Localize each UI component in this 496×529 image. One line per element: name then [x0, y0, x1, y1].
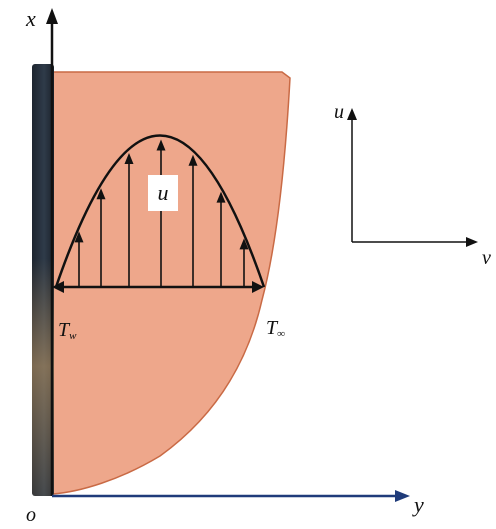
wall-temperature-subscript: w — [69, 329, 77, 342]
velocity-arrow-head — [239, 238, 249, 250]
origin-label: o — [26, 504, 36, 526]
x-axis-label: x — [26, 6, 36, 31]
free-stream-temperature-subscript: ∞ — [277, 327, 285, 340]
velocity-arrow-head — [96, 188, 106, 200]
velocity-arrow-head — [216, 191, 226, 203]
velocity-arrow-head — [188, 154, 198, 166]
velocity-profile-curve — [54, 134, 266, 288]
velocity-arrow-head — [156, 139, 166, 151]
baseline-right-arrowhead — [252, 281, 264, 293]
y-axis-arrowhead — [395, 490, 410, 502]
y-axis-label: y — [414, 492, 424, 517]
flat-plate-highlight — [32, 64, 54, 496]
velocity-label-box: u — [148, 175, 178, 211]
free-stream-temperature-symbol: T — [266, 317, 278, 339]
wall-temperature-label: Tw — [58, 320, 76, 342]
velocity-arrow-head — [124, 152, 134, 164]
u-axis-arrowhead — [347, 108, 357, 120]
velocity-arrow-head — [74, 231, 84, 243]
boundary-layer-region — [49, 71, 291, 495]
velocity-arrows — [74, 139, 249, 287]
v-axis-arrowhead — [466, 237, 478, 247]
v-axis-label: v — [482, 247, 491, 269]
u-axis-label: u — [334, 101, 344, 123]
wall-temperature-symbol: T — [58, 319, 70, 341]
baseline-left-arrowhead — [52, 281, 64, 293]
free-stream-temperature-label: T∞ — [266, 318, 285, 340]
velocity-label: u — [157, 180, 169, 205]
x-axis-arrowhead — [46, 8, 58, 24]
